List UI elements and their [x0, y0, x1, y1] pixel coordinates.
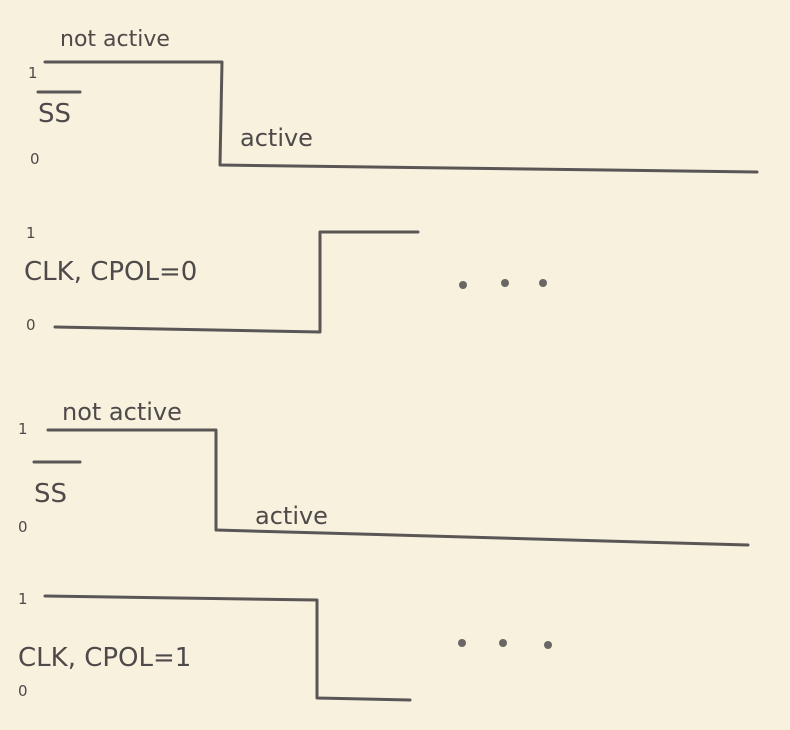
clk-cpol1-waveform: 1 CLK, CPOL=1 0: [18, 590, 552, 702]
continuation-dot: [459, 281, 467, 289]
low-level-label: 0: [26, 316, 36, 334]
ss-wave-line: [46, 428, 750, 547]
continuation-dot: [544, 641, 552, 649]
ss-wave-line: [43, 60, 759, 174]
continuation-dot: [499, 639, 507, 647]
low-level-label: 0: [30, 150, 40, 168]
not-active-label: not active: [62, 398, 182, 426]
clk-wave-line: [53, 230, 420, 334]
ss-waveform-1: 1 not active SS 0 active: [28, 27, 759, 174]
low-level-label: 0: [18, 518, 28, 536]
high-level-label: 1: [18, 420, 28, 438]
continuation-dot: [501, 279, 509, 287]
clk-signal-label: CLK, CPOL=0: [24, 257, 197, 287]
clk-signal-label: CLK, CPOL=1: [18, 643, 191, 673]
low-level-label: 0: [18, 682, 28, 700]
not-active-label: not active: [60, 27, 170, 52]
continuation-dot: [539, 279, 547, 287]
ss-waveform-2: 1 not active SS 0 active: [18, 398, 750, 547]
high-level-label: 1: [26, 224, 36, 242]
ss-signal-label: SS: [38, 99, 71, 129]
continuation-dot: [458, 639, 466, 647]
clk-wave-line: [43, 594, 412, 702]
ss-signal-label: SS: [34, 479, 67, 509]
active-label: active: [240, 124, 313, 152]
high-level-label: 1: [28, 64, 38, 82]
active-label: active: [255, 502, 328, 530]
clk-cpol0-waveform: 1 CLK, CPOL=0 0: [24, 224, 547, 334]
high-level-label: 1: [18, 590, 28, 608]
